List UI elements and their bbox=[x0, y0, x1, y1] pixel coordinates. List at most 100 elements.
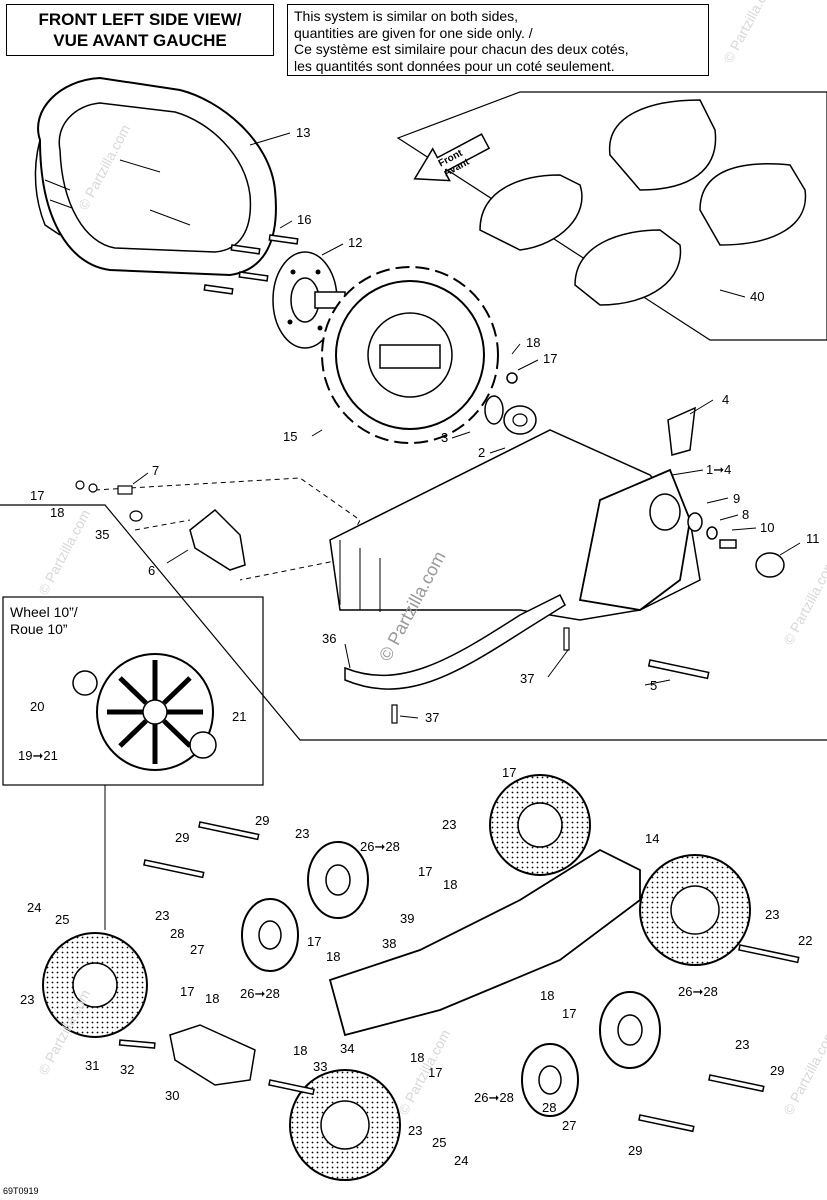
bearing-icon bbox=[72, 670, 98, 696]
callout: 11 bbox=[806, 531, 820, 546]
front-arrow-icon bbox=[413, 133, 491, 182]
callout: 26➞28 bbox=[678, 984, 718, 999]
wheel-inset-box bbox=[2, 596, 264, 786]
callout: 36 bbox=[322, 631, 336, 646]
callout: 17 bbox=[30, 488, 44, 503]
bolt-icon bbox=[117, 485, 133, 495]
callout: 13 bbox=[296, 125, 310, 140]
callout: 26➞28 bbox=[360, 839, 400, 854]
washer-icon bbox=[88, 483, 98, 493]
callout: 18 bbox=[293, 1043, 307, 1058]
callout: 23 bbox=[765, 907, 779, 922]
retaining-ring-icon bbox=[484, 395, 504, 425]
wheel-box-label-line2: Roue 10” bbox=[10, 621, 68, 637]
callout: 17 bbox=[562, 1006, 576, 1021]
callout: 25 bbox=[432, 1135, 446, 1150]
spacer-icon bbox=[129, 510, 143, 522]
washer-icon bbox=[687, 512, 703, 532]
callout: 25 bbox=[55, 912, 69, 927]
callout: 17 bbox=[502, 765, 516, 780]
nut-icon bbox=[75, 480, 85, 490]
screw-icon bbox=[563, 627, 570, 651]
bogie-frame-icon bbox=[328, 848, 641, 1037]
callout: 29 bbox=[628, 1143, 642, 1158]
bearing-icon bbox=[503, 405, 537, 435]
callout: 24 bbox=[454, 1153, 468, 1168]
note-line: This system is similar on both sides, bbox=[294, 8, 519, 24]
callout: 5 bbox=[650, 678, 657, 693]
track-unit-icon bbox=[479, 99, 807, 306]
callout: 30 bbox=[165, 1088, 179, 1103]
nut-icon bbox=[506, 372, 518, 384]
callout: 15 bbox=[283, 429, 297, 444]
callout: 18 bbox=[326, 949, 340, 964]
callout: 20 bbox=[30, 699, 44, 714]
note-line: Ce système est similaire pour chacun des… bbox=[294, 41, 629, 57]
callout: 27 bbox=[562, 1118, 576, 1133]
callout: 32 bbox=[120, 1062, 134, 1077]
note-line: les quantités sont données pour un coté … bbox=[294, 57, 615, 74]
small-wheel-icon bbox=[241, 898, 299, 972]
callout: 6 bbox=[148, 563, 155, 578]
drive-sprocket-icon bbox=[321, 266, 499, 444]
callout: 40 bbox=[750, 289, 764, 304]
callout: 10 bbox=[760, 520, 774, 535]
callout: 9 bbox=[733, 491, 740, 506]
callout: 29 bbox=[175, 830, 189, 845]
callout: 27 bbox=[190, 942, 204, 957]
callout: 26➞28 bbox=[240, 986, 280, 1001]
callout: 28 bbox=[170, 926, 184, 941]
bolt-icon bbox=[203, 234, 299, 295]
decal-icon bbox=[667, 406, 696, 456]
callout: 37 bbox=[425, 710, 439, 725]
callout: 31 bbox=[85, 1058, 99, 1073]
callout: 19➞21 bbox=[18, 748, 58, 763]
long-bolt-icon bbox=[647, 659, 710, 680]
wheel-box-label-line1: Wheel 10”/ bbox=[10, 604, 78, 620]
wheel-icon bbox=[96, 653, 214, 771]
screw-icon bbox=[391, 704, 398, 724]
callout: 24 bbox=[27, 900, 41, 915]
callout: 34 bbox=[340, 1041, 354, 1056]
callout: 39 bbox=[400, 911, 414, 926]
callout: 29 bbox=[255, 813, 269, 828]
bearing-icon bbox=[189, 731, 217, 759]
small-wheel-icon bbox=[521, 1043, 579, 1117]
bogie-bracket-icon bbox=[169, 1024, 256, 1086]
sprocket-hub-icon bbox=[272, 251, 346, 349]
callout: 18 bbox=[205, 991, 219, 1006]
callout: 33 bbox=[313, 1059, 327, 1074]
callout: 12 bbox=[348, 235, 362, 250]
callout: 17 bbox=[543, 351, 557, 366]
small-wheel-icon bbox=[307, 841, 369, 919]
view-title-line2: VUE AVANT GAUCHE bbox=[53, 31, 227, 50]
callout: 38 bbox=[382, 936, 396, 951]
callout: 1➞4 bbox=[706, 462, 731, 477]
callout: 16 bbox=[297, 212, 311, 227]
callout: 8 bbox=[742, 507, 749, 522]
note-line: quantities are given for one side only. … bbox=[294, 24, 533, 41]
callout: 17 bbox=[180, 984, 194, 999]
washer-icon bbox=[706, 526, 718, 540]
callout: 18 bbox=[540, 988, 554, 1003]
callout: 28 bbox=[542, 1100, 556, 1115]
callout: 4 bbox=[722, 392, 729, 407]
axle-bolt-icon bbox=[118, 821, 800, 1133]
callout: 17 bbox=[428, 1065, 442, 1080]
idler-wheel-icon bbox=[639, 854, 751, 966]
callout: 18 bbox=[526, 335, 540, 350]
callout: 14 bbox=[645, 831, 659, 846]
cap-icon bbox=[755, 552, 785, 578]
bolt-icon bbox=[719, 539, 737, 549]
callout: 23 bbox=[408, 1123, 422, 1138]
callout: 2 bbox=[478, 445, 485, 460]
diagram-code: 69T0919 bbox=[3, 1186, 39, 1196]
slider-icon bbox=[344, 593, 566, 690]
callout: 35 bbox=[95, 527, 109, 542]
callout: 18 bbox=[443, 877, 457, 892]
track-belt-icon bbox=[34, 76, 277, 277]
view-title: FRONT LEFT SIDE VIEW/ VUE AVANT GAUCHE bbox=[6, 4, 274, 56]
callout: 7 bbox=[152, 463, 159, 478]
callout: 18 bbox=[50, 505, 64, 520]
